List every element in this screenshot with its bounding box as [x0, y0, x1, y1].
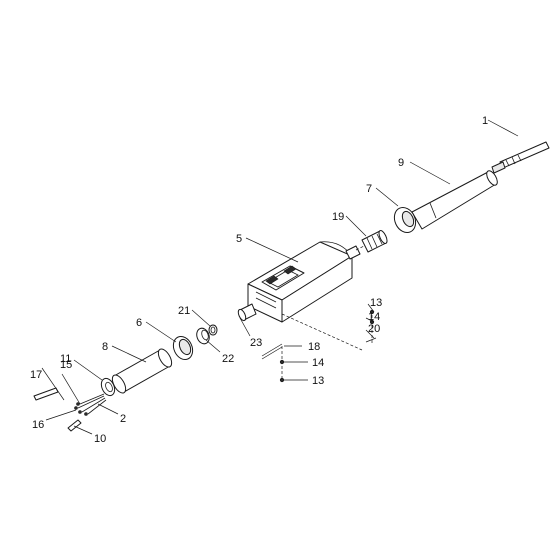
callout-14-upper: 14: [368, 311, 380, 323]
callout-7: 7: [366, 183, 372, 195]
callout-10: 10: [94, 433, 106, 445]
part-1-shaft: [491, 141, 550, 174]
callout-13-lower: 13: [312, 375, 324, 387]
part-8-cable-sleeve: [111, 348, 173, 394]
callout-17: 17: [30, 369, 42, 381]
callout-23: 23: [250, 337, 262, 349]
callout-19: 19: [332, 211, 344, 223]
part-21-seal: [208, 324, 218, 336]
part-6-clamp-ring: [172, 335, 194, 361]
callout-15: 15: [60, 359, 72, 371]
callout-9: 9: [398, 157, 404, 169]
part-5-housing: [237, 241, 361, 323]
callout-2: 2: [120, 413, 126, 425]
callout-22: 22: [222, 353, 234, 365]
callout-8: 8: [102, 341, 108, 353]
callout-16: 16: [32, 419, 44, 431]
callout-13-upper: 13: [370, 297, 382, 309]
part-2-cable-wires: [74, 393, 107, 416]
callout-5: 5: [236, 233, 242, 245]
leader-lines: [41, 119, 519, 435]
part-19-connector: [361, 230, 388, 253]
part-10-pin: [67, 419, 82, 432]
callout-1: 1: [482, 115, 488, 127]
callout-14-lower: 14: [312, 357, 324, 369]
callout-11: 11: [60, 353, 71, 365]
callout-6: 6: [136, 317, 142, 329]
part-9-hose-sleeve: [411, 170, 498, 230]
callout-21: 21: [178, 305, 190, 317]
callout-18: 18: [308, 341, 320, 353]
part-18-screw: [261, 343, 283, 360]
part-11-ring: [100, 377, 116, 397]
part-17-sleeve: [33, 387, 59, 401]
part-7-grommet: [393, 206, 417, 234]
small-hardware-lower: [279, 346, 285, 383]
callout-20: 20: [368, 323, 380, 335]
